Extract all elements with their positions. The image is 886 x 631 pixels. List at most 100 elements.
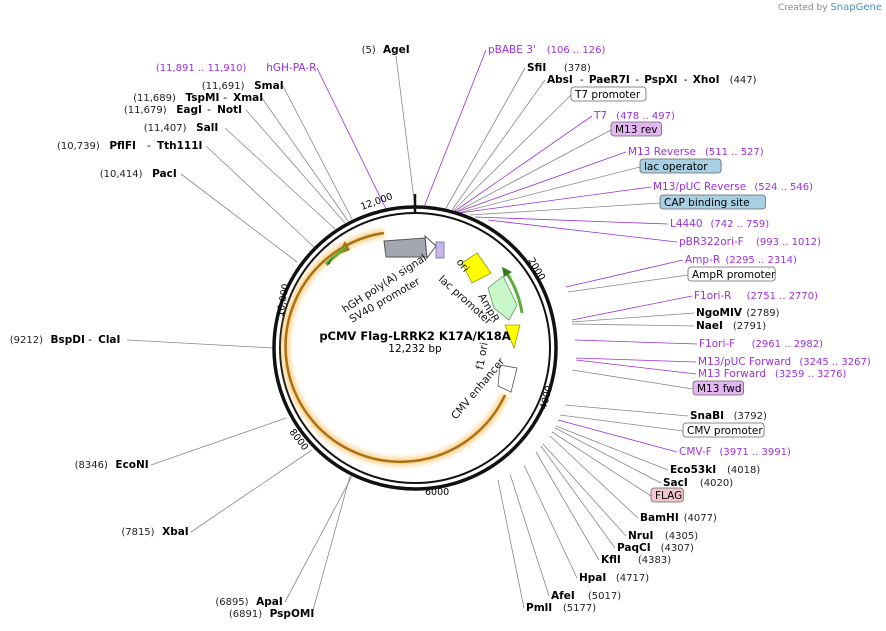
name-pbabe: pBABE 3' xyxy=(488,44,536,56)
name-m13pucfwd: M13/pUC Forward xyxy=(698,356,791,368)
label-f1orif: F1ori-F(2961 .. 2982) xyxy=(699,338,823,350)
name-snabi: SnaBI xyxy=(690,410,724,422)
name-econi: EcoNI xyxy=(115,459,148,471)
pos-xbai: (7815) xyxy=(121,527,154,538)
leader-cmvprom xyxy=(559,414,684,432)
pos-t7: (478 .. 497) xyxy=(616,111,675,122)
leader-naei xyxy=(571,323,695,327)
leader-flag xyxy=(551,431,652,497)
pos-f1orir: (2751 .. 2770) xyxy=(747,291,819,302)
pos-eagi: (11,679) xyxy=(124,105,167,116)
pos-agei: (5) xyxy=(362,45,376,56)
leader-m13pucfwd xyxy=(575,357,697,363)
name-hghpar: hGH-PA-R xyxy=(266,62,316,74)
text-lacop: lac operator xyxy=(644,161,708,173)
pos-smai: (11,691) xyxy=(202,81,245,92)
label-absi: AbsI-PaeR7I-PspXI-XhoI(447) xyxy=(547,74,757,86)
pos-bamhi: (4077) xyxy=(684,513,717,524)
box-m13fwd xyxy=(692,380,745,396)
name-absi-2: PspXI xyxy=(644,74,677,86)
name-xbai: XbaI xyxy=(162,526,189,538)
leader-m13pucrev xyxy=(458,186,652,214)
pos-absi: (447) xyxy=(730,75,757,86)
label-bspdi: (9212)BspDI-ClaI xyxy=(10,334,121,346)
label-sali: (11,407)SalI xyxy=(144,122,219,134)
pos-ngomiv: (2789) xyxy=(746,308,779,319)
name-bspdi: BspDI xyxy=(51,334,85,346)
label-t7: T7 (478 .. 497) xyxy=(593,110,675,122)
label-snabi: SnaBI (3792) xyxy=(690,410,767,422)
leader-pmli xyxy=(497,479,525,609)
tick-6000: 6000 xyxy=(425,487,449,498)
label-pspomi: (6891)PspOMI xyxy=(229,608,314,620)
leader-t7prom xyxy=(453,94,572,211)
name-agei: AgeI xyxy=(383,44,410,56)
box-amprprom xyxy=(687,266,776,282)
leader-snabi xyxy=(564,404,689,417)
label-pbabe: pBABE 3'(106 .. 126) xyxy=(488,44,606,56)
pos-tspmi: (11,689) xyxy=(133,93,176,104)
pos-pspomi: (6891) xyxy=(229,609,262,620)
leader-xbai xyxy=(190,449,313,533)
name-bspdi-1: ClaI xyxy=(98,334,120,346)
label-eagi: (11,679)EagI-NotI xyxy=(124,104,242,116)
name-saci: SacI xyxy=(663,477,688,489)
pos-m13pucrev: (524 .. 546) xyxy=(754,182,813,193)
pos-afei: (5017) xyxy=(588,591,621,602)
name-absi-1: PaeR7I xyxy=(589,74,630,86)
text-t7prom: T7 promoter xyxy=(574,89,641,101)
pos-pflfi: (10,739) xyxy=(57,141,100,152)
name-absi-3: XhoI xyxy=(693,74,720,86)
sep-bspdi: - xyxy=(88,334,92,346)
box-cmvprom xyxy=(682,422,765,438)
box-lacop xyxy=(639,158,722,174)
label-t7prom: T7 promoter xyxy=(570,86,647,102)
label-f1orir: F1ori-R (2751 .. 2770) xyxy=(694,290,818,302)
leader-m13reverse xyxy=(456,151,627,213)
text-cap: CAP binding site xyxy=(664,197,750,209)
box-m13rev xyxy=(610,121,663,137)
leader-pbr322 xyxy=(487,219,678,243)
name-apai: ApaI xyxy=(256,596,283,608)
label-saci: SacI(4020) xyxy=(663,477,733,489)
box-t7prom xyxy=(570,86,647,102)
name-f1orir: F1ori-R xyxy=(694,290,731,302)
leader-pspomi xyxy=(311,475,351,615)
pos-paqci: (4307) xyxy=(661,543,694,554)
pos-cmvf: (3971 .. 3991) xyxy=(719,447,791,458)
leader-afei xyxy=(509,473,550,597)
sep-absi-3: - xyxy=(684,74,688,86)
name-afei: AfeI xyxy=(551,590,575,602)
label-hpai: HpaI(4717) xyxy=(579,572,649,584)
snapgene-logo: SnapGene xyxy=(830,2,882,13)
label-l4440: L4440(742 .. 759) xyxy=(670,218,769,230)
pos-l4440: (742 .. 759) xyxy=(710,219,769,230)
leader-cmvf xyxy=(557,419,678,453)
name-m13pucrev: M13/pUC Reverse xyxy=(653,181,746,193)
name-sfii: SfiI xyxy=(527,62,546,74)
text-amprprom: AmpR promoter xyxy=(692,269,776,281)
label-m13reverse: M13 Reverse(511 .. 527) xyxy=(628,146,764,158)
pos-nrui: (4305) xyxy=(665,531,698,542)
name-m13reverse: M13 Reverse xyxy=(628,146,696,158)
leader-f1orir xyxy=(571,295,693,321)
pos-paci: (10,414) xyxy=(100,169,143,180)
name-eco53ki: Eco53kI xyxy=(670,464,716,476)
label-bamhi: BamHI(4077) xyxy=(640,512,717,524)
label-naei: NaeI(2791) xyxy=(696,320,766,332)
name-t7: T7 xyxy=(593,110,607,122)
pos-ampr: (2295 .. 2314) xyxy=(725,255,797,266)
pos-snabi: (3792) xyxy=(734,411,767,422)
label-m13rev: M13 rev xyxy=(610,121,663,137)
name-pbr322: pBR322ori-F xyxy=(679,236,744,248)
pos-sfii: (378) xyxy=(564,63,591,74)
leader-kfli xyxy=(535,451,600,561)
name-cmvf: CMV-F xyxy=(679,446,712,458)
sep-absi-1: - xyxy=(580,74,584,86)
pos-pbr322: (993 .. 1012) xyxy=(756,237,821,248)
text-m13fwd: M13 fwd xyxy=(697,383,742,395)
pos-f1orif: (2961 .. 2982) xyxy=(752,339,824,350)
box-cap xyxy=(659,194,766,210)
leader-saci xyxy=(554,427,662,484)
